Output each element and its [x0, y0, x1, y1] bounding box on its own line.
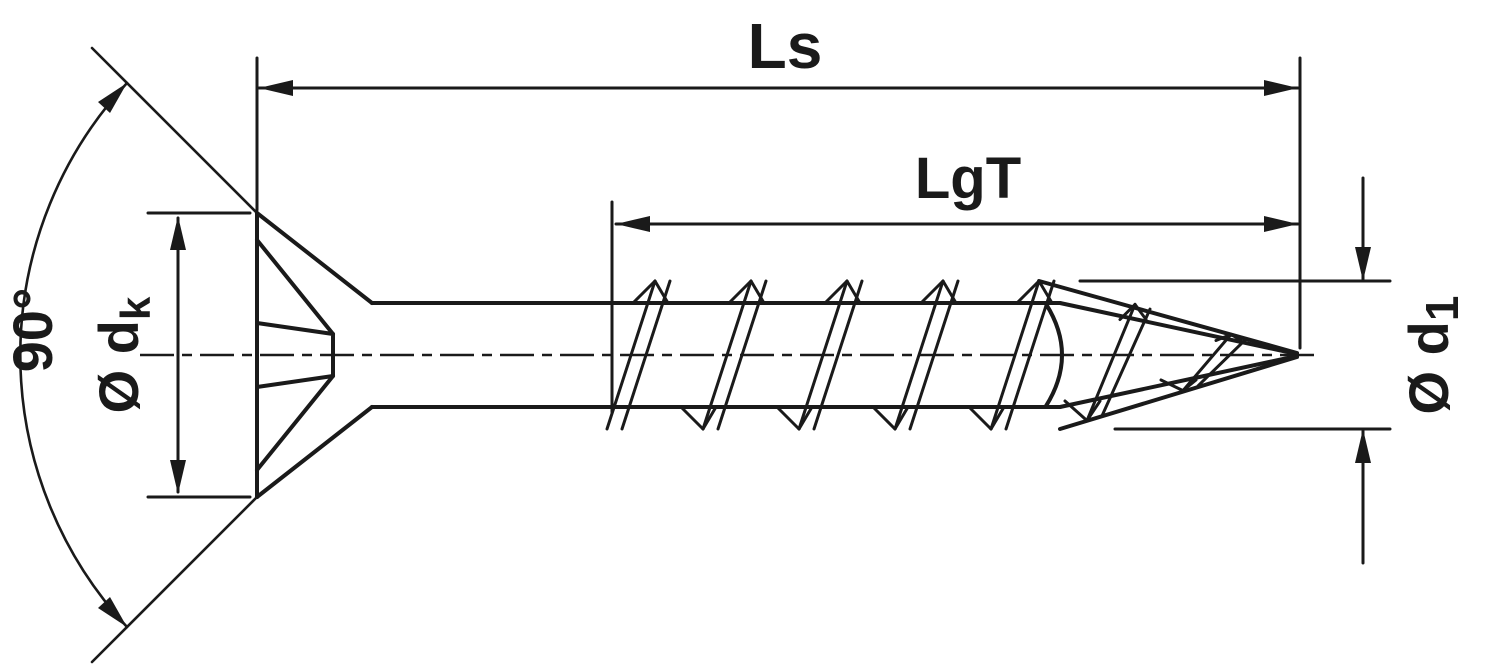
thread-line	[653, 279, 670, 305]
thread-line	[1004, 279, 1056, 431]
ls-arrowhead-left	[259, 80, 293, 96]
d1-arrowhead-bottom	[1355, 429, 1371, 463]
thread-line	[1214, 332, 1233, 342]
thread-line	[893, 405, 910, 431]
thread-line	[893, 279, 945, 431]
head-angle-label: 90°	[1, 288, 64, 373]
thread-line	[812, 279, 864, 431]
overall-length-label: Ls	[748, 10, 823, 82]
thread-line	[749, 279, 766, 305]
head-diameter-label: Ø dk	[87, 296, 159, 413]
thread-line	[1133, 302, 1148, 321]
thread-line	[679, 405, 705, 431]
angle-arc	[18, 81, 129, 629]
drive-recess	[255, 321, 335, 389]
d1-arrowhead-top	[1355, 247, 1371, 281]
tip-core-lines	[1058, 301, 1299, 409]
tip-crest-envelope	[1037, 279, 1299, 431]
angle-arc-arrowhead-bottom	[98, 597, 127, 627]
dimension-head-diameter	[146, 211, 252, 499]
thread-line	[631, 279, 657, 305]
thread-line	[1229, 332, 1243, 342]
thread-line	[1181, 332, 1233, 393]
thread-line	[1181, 378, 1198, 393]
thread-profile-lines	[605, 279, 1248, 431]
dimension-overall-length	[255, 56, 1302, 350]
thread-line	[1118, 302, 1137, 321]
thread-line	[701, 405, 718, 431]
thread-line	[1015, 279, 1041, 305]
thread-line	[989, 279, 1041, 431]
head-cone-edges	[255, 211, 374, 499]
tip-runout-curve	[1044, 302, 1064, 408]
thread-line	[727, 279, 753, 305]
thread-line	[871, 405, 897, 431]
thread-line	[620, 279, 672, 431]
dk-arrowhead-top	[170, 216, 186, 250]
dimension-thread-length	[610, 200, 1300, 414]
thread-line	[908, 279, 960, 431]
dk-arrowhead-bottom	[170, 460, 186, 494]
thread-diameter-label: Ø d1	[1397, 296, 1468, 415]
thread-line	[1159, 378, 1185, 393]
thread-line	[967, 405, 993, 431]
thread-line	[989, 405, 1006, 431]
ls-arrowhead-right	[1264, 80, 1298, 96]
thread-line	[775, 405, 801, 431]
thread-line	[797, 405, 814, 431]
thread-line	[845, 279, 862, 305]
thread-line	[919, 279, 945, 305]
thread-line	[716, 279, 768, 431]
thread-line	[1037, 279, 1054, 305]
head-inner-edges	[255, 238, 335, 472]
thread-line	[1100, 307, 1152, 418]
angle-construction-lines	[90, 46, 259, 664]
thread-line	[823, 279, 849, 305]
thread-line	[605, 279, 657, 431]
head-angle-construction	[18, 46, 259, 664]
thread-line	[1063, 399, 1089, 423]
angle-arc-arrowhead-top	[98, 83, 127, 113]
lgt-arrowhead-left	[616, 216, 650, 232]
thread-line	[941, 279, 958, 305]
thread-line	[701, 279, 753, 431]
thread-line	[1196, 337, 1248, 388]
thread-length-label: LgT	[915, 146, 1021, 211]
thread-line	[1085, 302, 1137, 423]
lgt-arrowhead-right	[1264, 216, 1298, 232]
thread-line	[797, 279, 849, 431]
thread-line	[1085, 399, 1102, 423]
